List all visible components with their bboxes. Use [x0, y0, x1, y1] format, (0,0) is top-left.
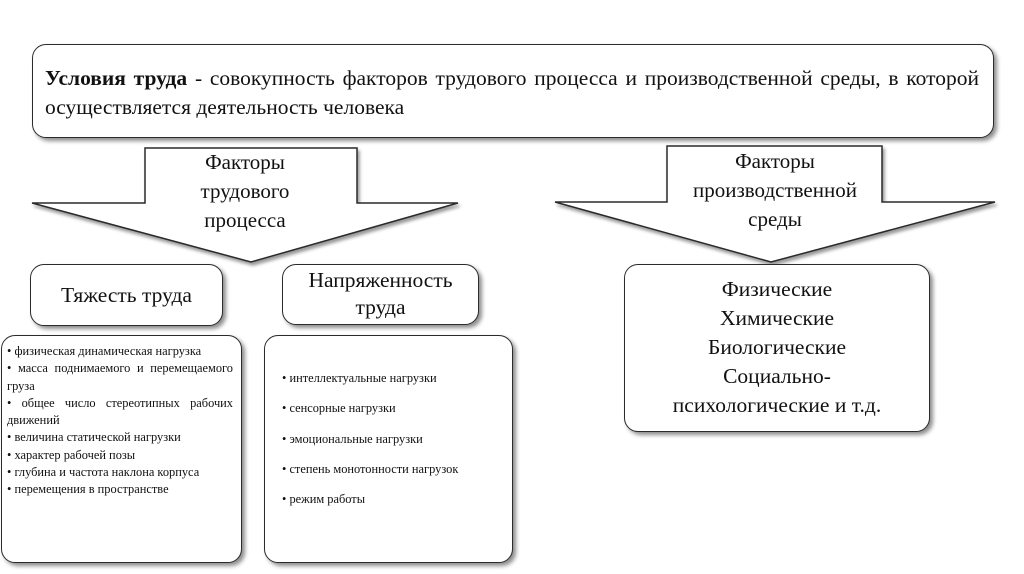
heaviness-box: Тяжесть труда — [30, 264, 223, 326]
intensity-list: интеллектуальные нагрузки сенсорные нагр… — [264, 335, 513, 563]
list-item: физическая динамическая нагрузка — [7, 343, 233, 360]
environment-factor: Химические — [719, 306, 835, 330]
list-item: интеллектуальные нагрузки — [282, 370, 497, 387]
work-environment-label-line: среды — [748, 207, 802, 231]
heaviness-list: физическая динамическая нагрузка масса п… — [1, 335, 242, 563]
list-item: глубина и частота наклона корпуса — [7, 464, 233, 481]
labor-process-label-line: Факторы — [205, 150, 285, 174]
definition-term: Условия труда — [45, 66, 188, 90]
intensity-title-line: Напряженность — [308, 268, 453, 292]
list-item: общее число стереотипных рабочих движени… — [7, 395, 233, 430]
list-item: характер рабочей позы — [7, 447, 233, 464]
work-environment-arrow — [554, 145, 996, 263]
labor-process-label: Факторы трудового процесса — [170, 148, 320, 235]
list-item: перемещения в пространстве — [7, 481, 233, 498]
environment-factor: Биологические — [707, 335, 847, 359]
intensity-box: Напряженность труда — [282, 264, 479, 325]
list-item: режим работы — [282, 491, 497, 508]
environment-factor: психологические и т.д. — [672, 393, 882, 417]
environment-factor: Физические — [721, 277, 833, 301]
definition-text: - совокупность факторов трудового процес… — [45, 66, 979, 119]
heaviness-title: Тяжесть труда — [61, 282, 192, 307]
work-environment-label-line: производственной — [693, 178, 857, 202]
list-item: сенсорные нагрузки — [282, 400, 497, 417]
environment-factor: Социально- — [723, 364, 831, 388]
work-environment-label-line: Факторы — [735, 149, 815, 173]
list-item: эмоциональные нагрузки — [282, 431, 497, 448]
list-item: степень монотонности нагрузок — [282, 461, 497, 478]
labor-process-label-line: трудового — [200, 179, 290, 203]
list-item: масса поднимаемого и перемещаемого груза — [7, 360, 233, 395]
list-item: величина статической нагрузки — [7, 429, 233, 446]
environment-factors-box: Физические Химические Биологические Соци… — [624, 264, 930, 432]
work-environment-label: Факторы производственной среды — [665, 147, 885, 234]
labor-process-label-line: процесса — [204, 208, 286, 232]
definition-box: Условия труда - совокупность факторов тр… — [32, 44, 994, 138]
intensity-title-line: труда — [355, 295, 406, 319]
labor-process-arrow — [31, 147, 459, 263]
